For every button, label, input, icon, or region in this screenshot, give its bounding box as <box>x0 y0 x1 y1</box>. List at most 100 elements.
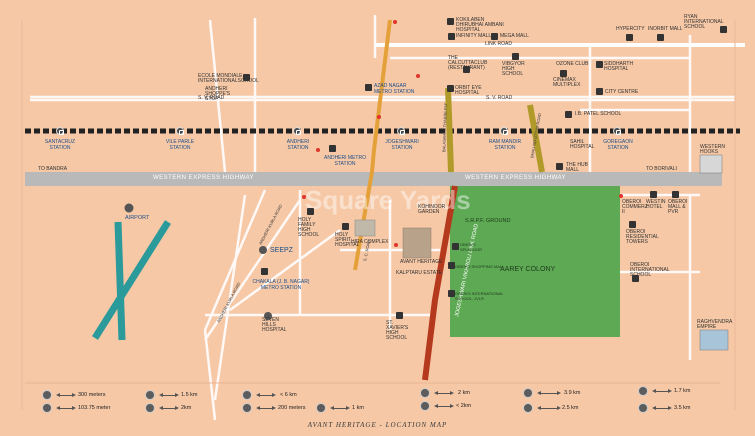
road-label-weh-right: WESTERN EXPRESS HIGHWAY <box>465 175 567 181</box>
legend-icon-w <box>42 390 52 400</box>
school-icon-oberoi-international <box>632 275 639 282</box>
poi-ryan-international: RYAN INTERNATIONAL SCHOOL <box>684 14 724 30</box>
legend-scale-line <box>56 406 76 410</box>
poi-aarey-colony: AAREY COLONY <box>500 266 556 273</box>
building-icon-oberoi-splendor <box>452 243 459 250</box>
legend-scale-line <box>159 393 179 397</box>
poi-oberoi-splendor: OBEROI SPLENDOR <box>460 242 483 252</box>
map-footer-title: AVANT HERITAGE - LOCATION MAP <box>307 421 448 429</box>
hira-complex-image <box>354 219 376 237</box>
station-azad-nagar-metro: AZAD NAGAR METRO STATION <box>374 83 415 95</box>
western-express-highway <box>25 172 722 186</box>
poi-hira-complex: HIRA COMPLEX <box>351 239 389 245</box>
western-hooks-image <box>699 154 723 174</box>
poi-oberoi-international-school: OBEROI INTERNATIONAL SCHOOL <box>630 262 670 278</box>
poi-airport: AIRPORT <box>125 215 150 221</box>
poi-ozone-club: OZONE CLUB <box>556 61 589 67</box>
school-icon-ryan <box>720 26 727 33</box>
balasaheb-thakre-fly-road <box>445 87 454 173</box>
legend-scale-line <box>159 406 179 410</box>
jvlr-road <box>422 185 458 381</box>
location-marker <box>619 194 623 198</box>
poi-siddharth-hospital: SIDDHARTH HOSPITAL <box>604 61 634 72</box>
road-label-weh-left: WESTERN EXPRESS HIGHWAY <box>153 175 255 181</box>
hospital-icon-kokilaben <box>447 18 454 25</box>
poi-oberoi-residential: OBEROI RESIDENTIAL TOWERS <box>626 229 659 245</box>
poi-oberoi-international-juhu: OBEROI INTERNATIONAL SCHOOL, JVLR <box>455 291 504 301</box>
legend-icon-c <box>523 403 533 413</box>
road-label-to-borivali: TO BORIVALI <box>646 166 677 172</box>
watermark: Square Yards <box>305 185 471 215</box>
poi-hypercity: HYPERCITY <box>616 26 645 32</box>
station-ram-mandir: RAM MANDIR STATION <box>488 139 522 151</box>
poi-inorbit-mall: INORBIT MALL <box>648 26 683 32</box>
legend-icon-h <box>638 386 648 396</box>
road-label-sv-road-right: S. V. ROAD <box>486 95 513 101</box>
school-icon-ecole <box>243 74 250 81</box>
legend-text: < 2km <box>456 403 472 409</box>
train-icon-jogeshwari <box>397 127 405 135</box>
legend-scale-line <box>537 406 561 410</box>
station-goregaon: GOREGAON STATION <box>603 139 633 151</box>
train-icon-andheri <box>293 127 301 135</box>
poi-st-xaviers: ST. XAVIER'S HIGH SCHOOL <box>386 320 409 341</box>
school-icon-oberoi-juhu <box>448 290 455 297</box>
legend-scale-line <box>256 406 276 410</box>
poi-westin-hotel: WESTIN HOTEL <box>646 199 666 210</box>
train-icon-goregaon <box>613 127 621 135</box>
poi-oberoi-shopping-mall: OBEROI SHOPPING MALL <box>455 264 505 269</box>
poi-sahil-hospital: SAHIL HOSPITAL <box>570 139 595 150</box>
legend-icon-w <box>42 403 52 413</box>
station-andheri: ANDHERI STATION <box>286 139 310 151</box>
seepz-icon-2 <box>264 312 272 320</box>
station-santacruz: SANTACRUZ STATION <box>44 139 76 151</box>
legend-text: 103.75 meter <box>78 405 111 411</box>
legend-text: < 6 km <box>280 392 297 398</box>
poi-srpf-ground: S.R.P.F. GROUND <box>465 218 511 224</box>
road-label-link-road: LINK ROAD <box>485 41 512 47</box>
cinema-icon-cinemax <box>560 70 567 77</box>
mall-icon-inorbit <box>657 34 664 41</box>
mall-icon-city-centre <box>596 88 603 95</box>
legend-icon-b <box>316 403 326 413</box>
school-icon-st-xaviers <box>396 312 403 319</box>
legend-scale-line <box>652 406 672 410</box>
poi-avant-heritage: AVANT HERITAGE <box>400 259 443 265</box>
legend-text: 300 meters <box>78 392 106 398</box>
legend-text: 1.5 km <box>181 392 198 398</box>
hospital-icon-orbit <box>447 85 454 92</box>
legend-scale-line <box>256 393 276 397</box>
metro-icon-andheri <box>329 145 336 152</box>
poi-city-centre: CITY CENTRE <box>605 89 639 95</box>
mall-icon-oberoi <box>672 191 679 198</box>
mall-icon-hub <box>556 163 563 170</box>
aarey-colony-area <box>450 185 620 337</box>
poi-vibgyor: VIBGYOR HIGH SCHOOL <box>502 61 525 77</box>
legend-icon-s <box>145 403 155 413</box>
location-marker <box>302 195 306 199</box>
metro-icon-azad-nagar <box>365 84 372 91</box>
school-icon-holy-family <box>307 208 314 215</box>
poi-seven-hills: SEVEN HILLS HOSPITAL <box>262 317 287 333</box>
legend-icon-a <box>242 390 252 400</box>
poi-cinemax: CINEMAX MULTIPLEX <box>553 77 581 88</box>
legend-text: 2.5 km <box>562 405 579 411</box>
train-icon-vile-parle <box>176 127 184 135</box>
poi-seepz: SEEPZ <box>270 247 293 254</box>
legend-icon-s <box>145 390 155 400</box>
poi-kokilaben: KOKILABEN DHIRUBHAI AMBANI HOSPITAL <box>456 17 504 33</box>
raghvendra-empire-image <box>699 329 729 351</box>
legend-text: 1.7 km <box>674 388 691 394</box>
legend-text: 3.5 km <box>674 405 691 411</box>
mall-icon-mega <box>491 33 498 40</box>
legend-text: 1 km <box>352 405 364 411</box>
poi-infinity-mall: INFINITY MALL <box>456 33 492 39</box>
school-icon-vibgyor <box>512 53 519 60</box>
legend-text: 3.9 km <box>564 390 581 396</box>
station-andheri-metro: ANDHERI METRO STATION <box>324 155 366 167</box>
poi-oberoi-mall-pvr: OBEROI MALL & PVR <box>668 199 688 215</box>
mall-icon-oberoi-shopping <box>448 262 455 269</box>
poi-orbit-eye: ORBIT EYE HOSPITAL <box>455 85 482 96</box>
legend-scale-line <box>330 406 350 410</box>
